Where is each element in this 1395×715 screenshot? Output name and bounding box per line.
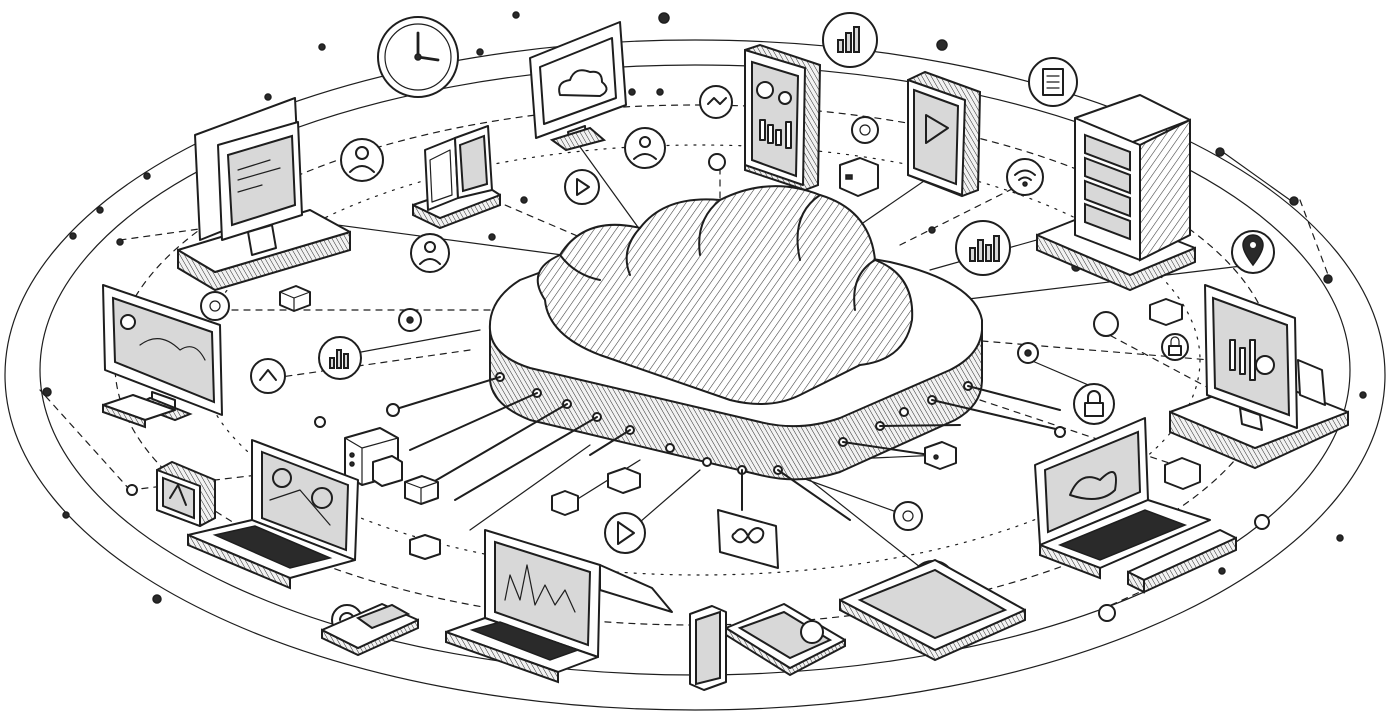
- bar-chart-icon: [955, 220, 1011, 276]
- location-pin-icon: [1231, 230, 1275, 274]
- bar-chart-icon: [822, 12, 878, 68]
- tablet-bottom: [725, 603, 846, 677]
- play-icon: [604, 512, 646, 554]
- infinity-icon: [717, 509, 779, 569]
- node-icon: [398, 308, 422, 332]
- monitor-left: [102, 284, 223, 429]
- connector-box: [1149, 298, 1183, 326]
- connector-box: [409, 534, 441, 560]
- lock-box: [372, 455, 403, 487]
- node-icon: [1093, 311, 1119, 337]
- tablet-video: [907, 70, 982, 198]
- user-icon: [410, 233, 450, 273]
- camera-icon: [699, 85, 733, 119]
- phone-bottom: [689, 605, 727, 691]
- connector-box: [1164, 457, 1201, 490]
- cloud-hub: [488, 185, 983, 481]
- tablet-pair: [412, 125, 501, 230]
- clock-icon: [377, 16, 459, 98]
- hub-ports: [495, 372, 973, 475]
- laptop-left: [187, 439, 359, 590]
- target-icon: [851, 116, 879, 144]
- lock-icon: [1161, 333, 1189, 361]
- desktop-monitor-left: [177, 97, 351, 292]
- phone-left: [156, 460, 216, 528]
- desktop-monitor-right: [1169, 284, 1349, 470]
- wifi-icon: [1006, 158, 1044, 196]
- connector-box: [404, 475, 439, 505]
- monitor-cloud: [529, 21, 627, 152]
- node-icon: [1254, 514, 1270, 530]
- connector-box: [607, 467, 641, 494]
- hub-cables: [386, 376, 1066, 521]
- bar-chart-icon: [318, 336, 362, 380]
- node-icon: [708, 153, 726, 171]
- connector-box: [839, 157, 879, 197]
- connector-box: [551, 490, 579, 516]
- node-icon: [1098, 604, 1116, 622]
- laptop-right: [1034, 417, 1237, 594]
- tablet-bottom-right: [839, 559, 1026, 662]
- server-rack-icon: [1036, 94, 1196, 292]
- user-icon: [624, 127, 666, 169]
- scatter-dots: [42, 11, 1367, 604]
- node-icon: [1017, 342, 1039, 364]
- tablet-dashboard: [744, 43, 822, 192]
- play-icon: [564, 169, 600, 205]
- document-icon: [1028, 57, 1078, 107]
- phone-tray: [321, 603, 419, 657]
- lock-icon: [1073, 383, 1115, 425]
- connector-boxes: [279, 157, 1201, 560]
- user-icon: [340, 138, 384, 182]
- connector-box: [279, 285, 311, 312]
- laptop-bottom: [445, 529, 673, 684]
- gear-icon: [893, 501, 923, 531]
- node-icon: [200, 291, 230, 321]
- share-icon: [250, 358, 286, 394]
- connector-box: [924, 441, 957, 470]
